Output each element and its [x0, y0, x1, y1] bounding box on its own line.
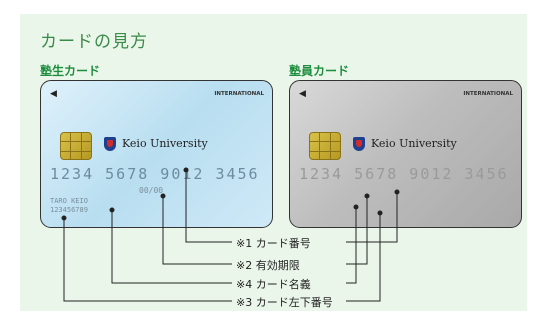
leader-dot	[183, 167, 189, 173]
card-number: 1234 5678 9012 3456	[50, 165, 260, 183]
leader-dot	[377, 210, 383, 216]
student-card: ◀ INTERNATIONAL Keio University 1234 567…	[40, 80, 273, 228]
card-number: 1234 5678 9012 3456	[299, 165, 509, 183]
caption-expiry: ※2 有効期限	[233, 257, 303, 273]
leader-staff-card-number	[346, 192, 398, 243]
brand-name: Keio University	[122, 137, 208, 150]
caption-holder-name: ※4 カード名義	[233, 276, 314, 292]
keio-crest-icon	[353, 137, 365, 151]
leader-expiry	[162, 196, 232, 265]
expiry-date: 00/00	[139, 186, 164, 195]
leader-staff-left-number	[346, 213, 381, 302]
brand-name: Keio University	[371, 137, 457, 150]
international-mark: INTERNATIONAL	[463, 91, 513, 97]
card-arrow-icon: ◀	[299, 89, 306, 99]
left-number: 123456789	[50, 206, 88, 214]
leader-staff-holder-name	[346, 207, 357, 284]
page-title: カードの見方	[40, 32, 148, 52]
leader-dot	[394, 189, 400, 195]
card-holder: TARO KEIO 123456789	[50, 197, 88, 215]
leader-left-number	[63, 218, 232, 302]
leader-card-number	[185, 170, 232, 243]
student-card-label: 塾生カード	[40, 64, 101, 78]
leader-dot	[61, 215, 67, 221]
caption-left-number: ※3 カード左下番号	[233, 294, 336, 310]
leader-dot	[353, 204, 359, 210]
staff-card: ◀ INTERNATIONAL Keio University 1234 567…	[289, 80, 522, 228]
leader-dot	[109, 207, 115, 213]
international-mark: INTERNATIONAL	[214, 91, 264, 97]
card-arrow-icon: ◀	[50, 89, 57, 99]
leader-dot	[364, 193, 370, 199]
holder-name: TARO KEIO	[50, 197, 88, 205]
staff-card-label: 塾員カード	[289, 64, 350, 78]
leader-holder-name	[111, 210, 232, 284]
ic-chip-icon	[309, 132, 341, 160]
ic-chip-icon	[60, 132, 92, 160]
leader-dot	[160, 193, 166, 199]
caption-card-number: ※1 カード番号	[233, 235, 314, 251]
leader-staff-expiry	[346, 196, 368, 265]
keio-crest-icon	[104, 137, 116, 151]
